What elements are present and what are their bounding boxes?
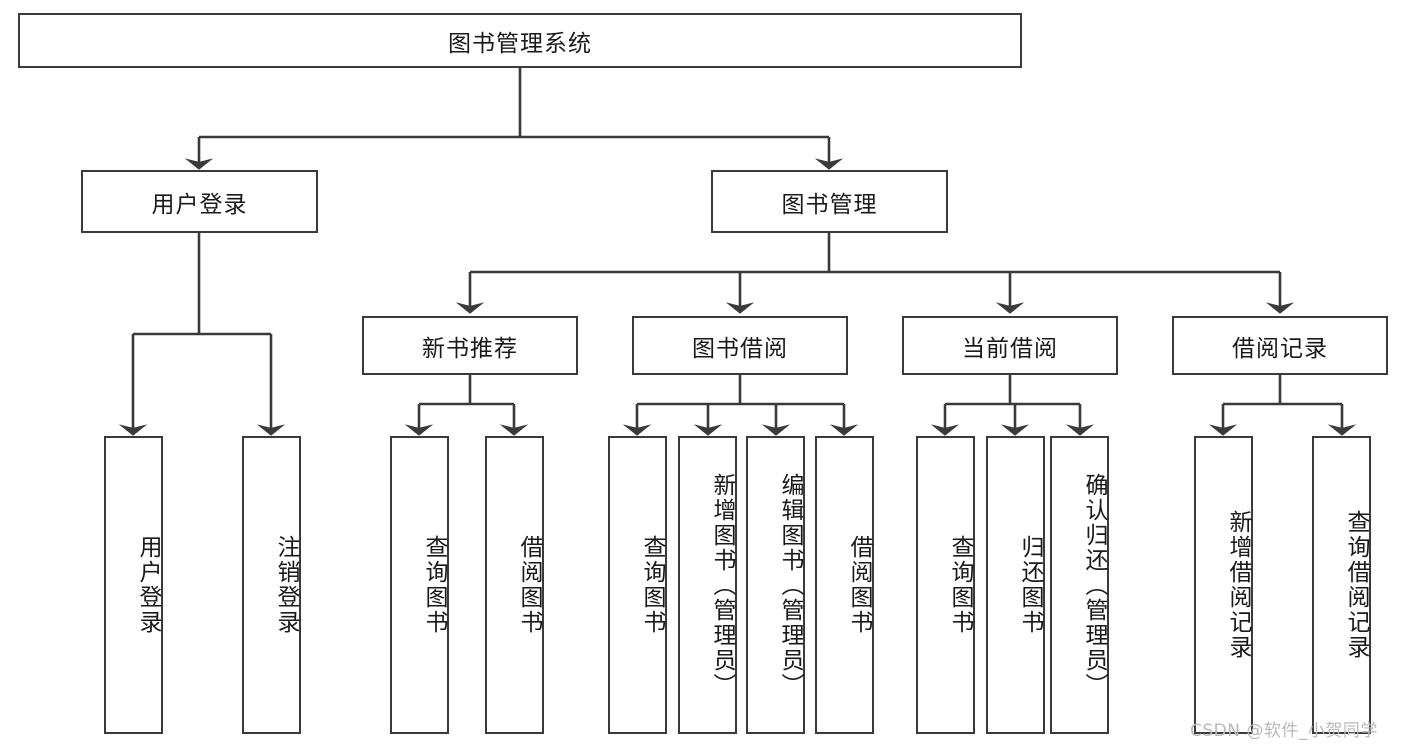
leaf-query-book-recommend[interactable]: 查询图书 [390, 436, 449, 734]
node-label: 新增图书（管理员） [709, 472, 735, 698]
node-root-book-management-system[interactable]: 图书管理系统 [18, 13, 1022, 68]
leaf-user-login[interactable]: 用户登录 [104, 436, 163, 734]
node-label: 新书推荐 [422, 335, 518, 362]
node-label: 借阅记录 [1232, 335, 1328, 362]
leaf-query-book-current[interactable]: 查询图书 [916, 436, 975, 734]
node-user-login[interactable]: 用户登录 [81, 170, 318, 233]
node-borrow-record[interactable]: 借阅记录 [1172, 316, 1388, 375]
csdn-watermark: CSDN @软件_小贺同学 [1190, 721, 1378, 741]
node-label: 借阅图书 [516, 535, 542, 635]
node-label: 新增借阅记录 [1225, 510, 1251, 660]
node-new-book-recommend[interactable]: 新书推荐 [362, 316, 578, 375]
node-label: 查询图书 [947, 535, 973, 635]
node-label: 编辑图书（管理员） [777, 472, 803, 698]
leaf-add-book-admin[interactable]: 新增图书（管理员） [678, 436, 737, 734]
node-label: 确认归还（管理员） [1081, 472, 1107, 698]
leaf-return-book[interactable]: 归还图书 [986, 436, 1045, 734]
leaf-logout-login[interactable]: 注销登录 [242, 436, 301, 734]
leaf-query-borrow-record[interactable]: 查询借阅记录 [1312, 436, 1371, 734]
node-label: 图书管理 [781, 191, 878, 218]
node-current-borrow[interactable]: 当前借阅 [902, 316, 1118, 375]
node-label: 归还图书 [1017, 535, 1043, 635]
leaf-borrow-book-recommend[interactable]: 借阅图书 [485, 436, 544, 734]
leaf-borrow-book[interactable]: 借阅图书 [815, 436, 874, 734]
leaf-add-borrow-record[interactable]: 新增借阅记录 [1194, 436, 1253, 734]
node-label: 图书管理系统 [448, 30, 592, 57]
node-label: 注销登录 [273, 535, 299, 635]
node-label: 用户登录 [151, 191, 248, 218]
node-label: 用户登录 [135, 535, 161, 635]
node-label: 查询图书 [639, 535, 665, 635]
leaf-edit-book-admin[interactable]: 编辑图书（管理员） [746, 436, 805, 734]
leaf-query-book-borrow[interactable]: 查询图书 [608, 436, 667, 734]
node-book-borrow[interactable]: 图书借阅 [632, 316, 848, 375]
node-label: 查询借阅记录 [1343, 510, 1369, 660]
node-book-management[interactable]: 图书管理 [711, 170, 948, 233]
node-label: 当前借阅 [962, 335, 1058, 362]
node-label: 图书借阅 [692, 335, 788, 362]
leaf-confirm-return-admin[interactable]: 确认归还（管理员） [1050, 436, 1109, 734]
node-label: 查询图书 [421, 535, 447, 635]
node-label: 借阅图书 [846, 535, 872, 635]
